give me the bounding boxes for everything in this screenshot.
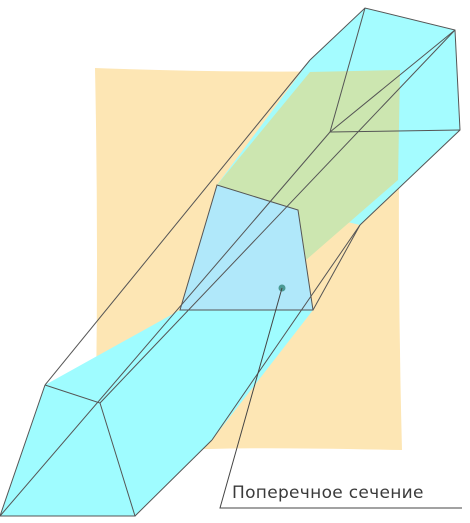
leader-line <box>219 287 462 509</box>
prism-edges <box>0 7 461 517</box>
prism-plane-overlap <box>217 70 400 260</box>
annotation-label: Поперечное сечение <box>232 483 424 503</box>
